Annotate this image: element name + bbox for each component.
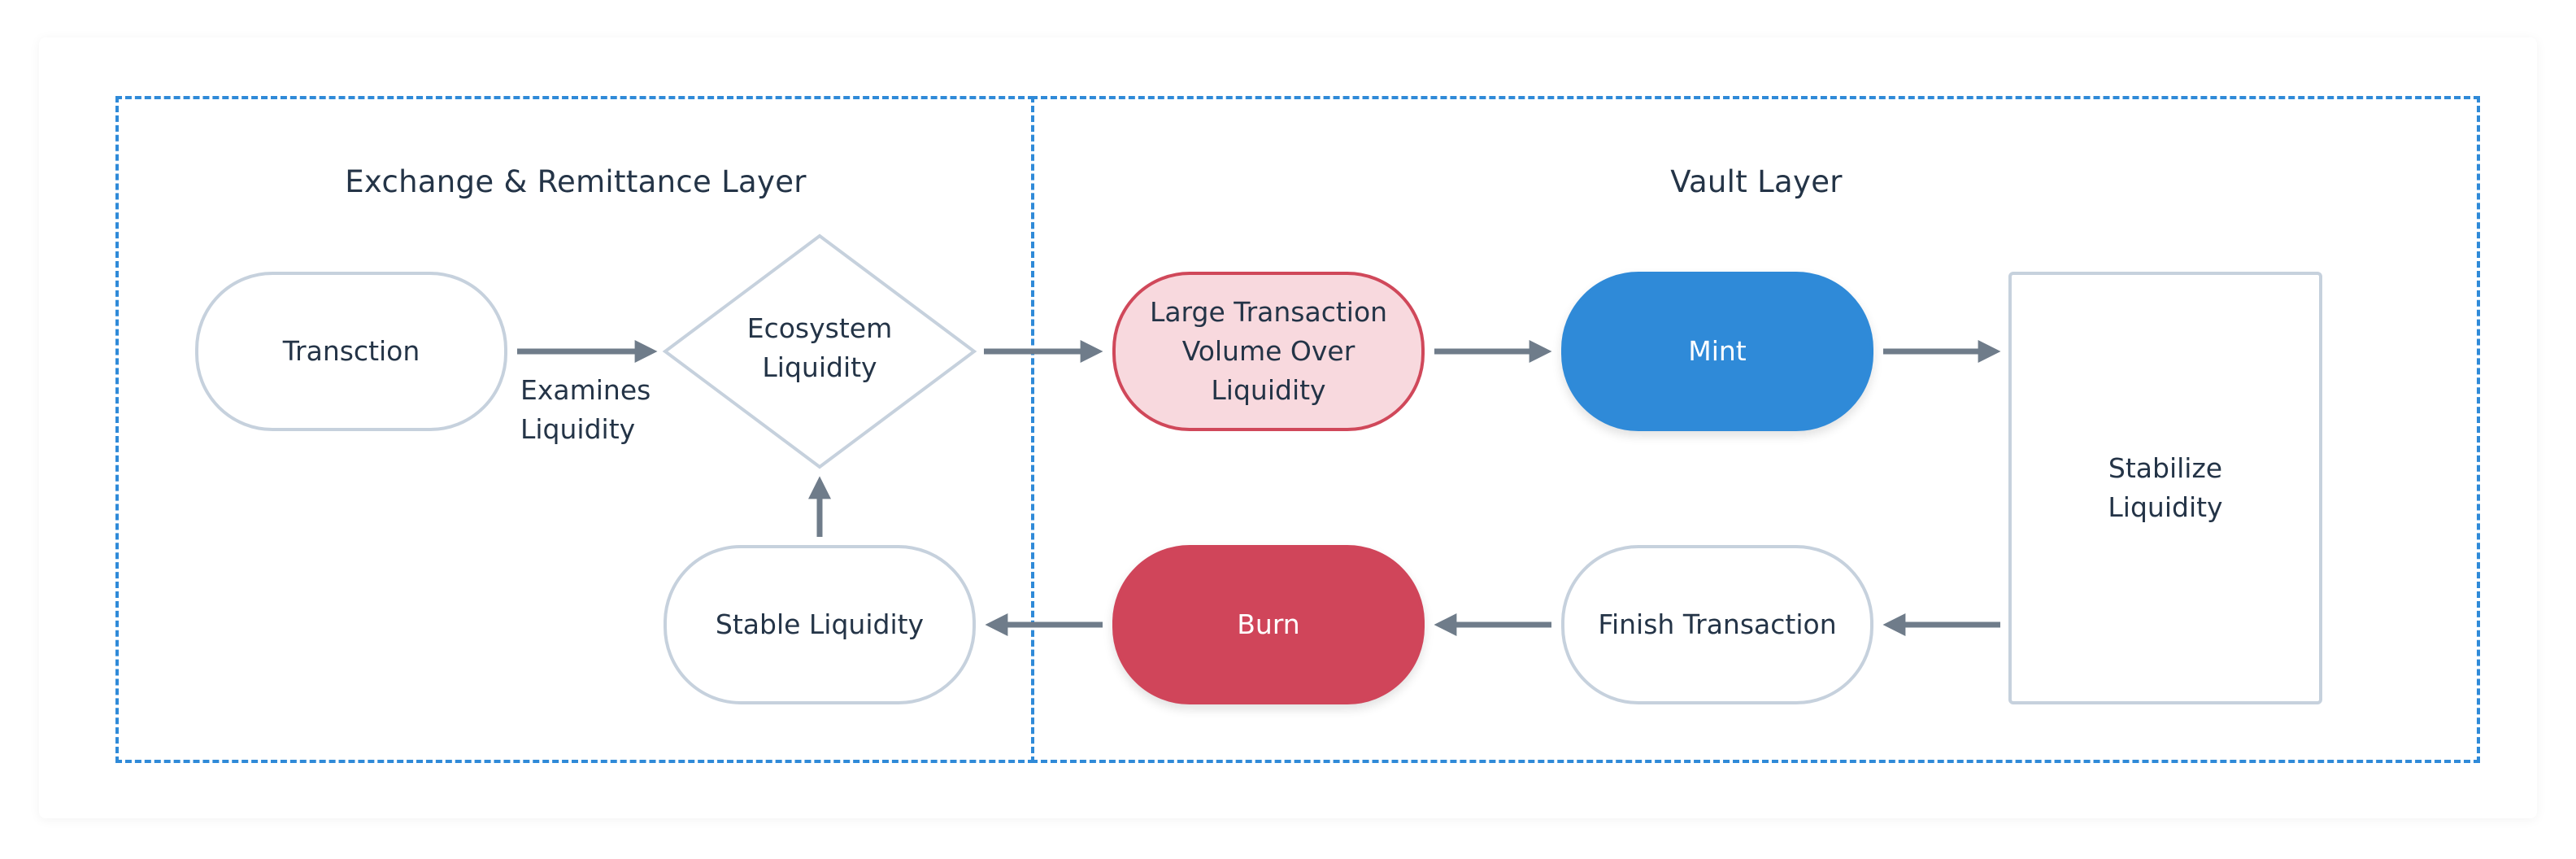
examines-liquidity-line-1: Examines (520, 374, 651, 406)
stabilize-liquidity-line-1: Stabilize (2108, 452, 2223, 484)
finish-transaction-node[interactable]: Finish Transaction (1561, 545, 1873, 704)
large-transaction-line-2: Volume Over (1181, 335, 1355, 367)
ecosystem-liquidity-label: Ecosystem Liquidity (657, 309, 982, 387)
transaction-label: Transction (282, 335, 420, 367)
stable-liquidity-node[interactable]: Stable Liquidity (664, 545, 976, 704)
finish-transaction-label: Finish Transaction (1598, 608, 1837, 640)
examines-liquidity-line-2: Liquidity (520, 413, 636, 445)
vault-layer-boundary (1031, 96, 2480, 763)
mint-label: Mint (1688, 335, 1747, 367)
exchange-layer-title: Exchange & Remittance Layer (345, 164, 807, 199)
stable-liquidity-label: Stable Liquidity (715, 608, 925, 640)
large-transaction-line-3: Liquidity (1211, 374, 1326, 406)
stabilize-liquidity-line-2: Liquidity (2108, 491, 2223, 523)
ecosystem-liquidity-line-2: Liquidity (762, 351, 877, 383)
transaction-node[interactable]: Transction (195, 272, 507, 431)
burn-label: Burn (1237, 608, 1300, 640)
burn-node[interactable]: Burn (1112, 545, 1425, 704)
examines-liquidity-edge-label: Examines Liquidity (520, 371, 651, 449)
mint-node[interactable]: Mint (1561, 272, 1873, 431)
large-transaction-node[interactable]: Large Transaction Volume Over Liquidity (1112, 272, 1425, 431)
large-transaction-line-1: Large Transaction (1149, 296, 1388, 328)
ecosystem-liquidity-line-1: Ecosystem (746, 312, 893, 344)
ecosystem-liquidity-diamond[interactable] (662, 233, 977, 469)
stabilize-liquidity-node[interactable]: Stabilize Liquidity (2008, 272, 2322, 704)
vault-layer-title: Vault Layer (1670, 164, 1843, 199)
